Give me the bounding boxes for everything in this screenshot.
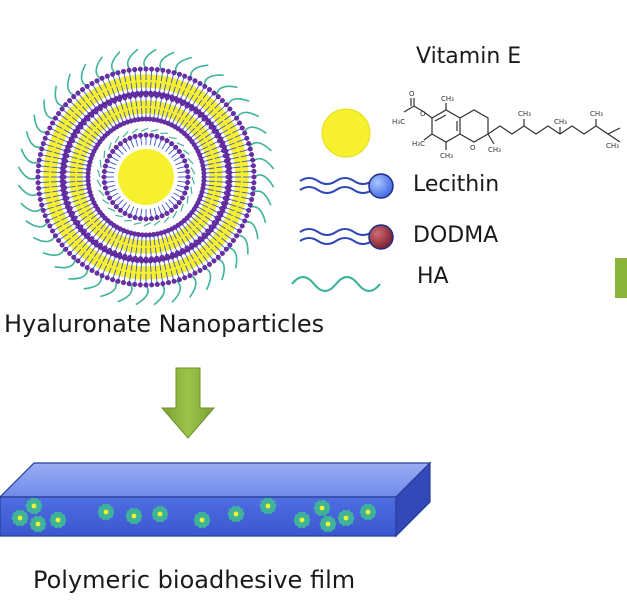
hyaluronate-nanoparticle — [17, 48, 275, 306]
bioadhesive-film — [0, 461, 432, 538]
chem-label: H₃C — [412, 140, 425, 148]
chem-label: O — [470, 144, 476, 152]
chem-label: CH₃ — [606, 142, 619, 150]
chem-label: CH₃ — [440, 152, 453, 160]
vitamin-e-structure-labels: O O H₃C CH₃ H₃C CH₃ O CH₃ CH₃ CH₃ CH₃ CH… — [392, 90, 619, 160]
film-label: Polymeric bioadhesive film — [33, 566, 356, 594]
dodma-icon — [299, 224, 394, 250]
cropped-arrow-fragment — [615, 258, 627, 298]
lecithin-icon — [299, 173, 394, 199]
chem-label: O — [420, 110, 426, 118]
vitamin-e-sphere-icon — [321, 108, 371, 158]
chem-label: CH₃ — [441, 95, 454, 103]
vitamin-e-structure — [403, 98, 621, 150]
chem-label: CH₃ — [488, 146, 501, 154]
lecithin-label: Lecithin — [413, 172, 500, 197]
chem-label: CH₃ — [590, 110, 603, 118]
down-arrow-icon — [160, 367, 216, 439]
ha-icon — [291, 275, 381, 293]
lipid-bilayers — [35, 66, 257, 288]
nanoparticles-label: Hyaluronate Nanoparticles — [4, 310, 325, 338]
chem-label: O — [409, 90, 415, 98]
vitamin-e-label: Vitamin E — [416, 44, 522, 69]
chem-label: CH₃ — [518, 110, 531, 118]
chem-label: CH₃ — [554, 118, 567, 126]
ha-label: HA — [417, 264, 449, 289]
chem-label: H₃C — [392, 118, 405, 126]
embedded-nanoparticles — [11, 497, 377, 533]
dodma-label: DODMA — [413, 223, 499, 248]
